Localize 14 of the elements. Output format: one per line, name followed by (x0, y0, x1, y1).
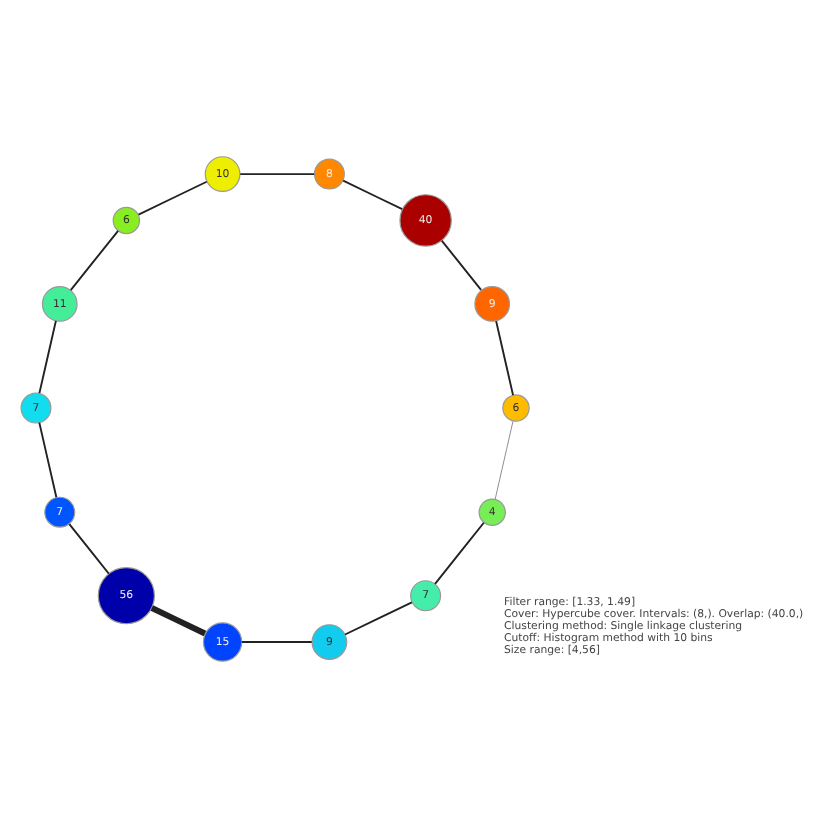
connector (494, 419, 514, 499)
connector (38, 318, 57, 394)
connector (240, 640, 313, 642)
connector (342, 178, 404, 210)
connector (440, 238, 482, 290)
connector (434, 520, 485, 584)
connector (239, 172, 316, 175)
connector (150, 604, 207, 636)
connector (137, 179, 208, 215)
connector (69, 228, 120, 291)
connector (38, 420, 58, 498)
connector (344, 600, 413, 635)
connector (68, 522, 110, 574)
connector (495, 319, 514, 396)
